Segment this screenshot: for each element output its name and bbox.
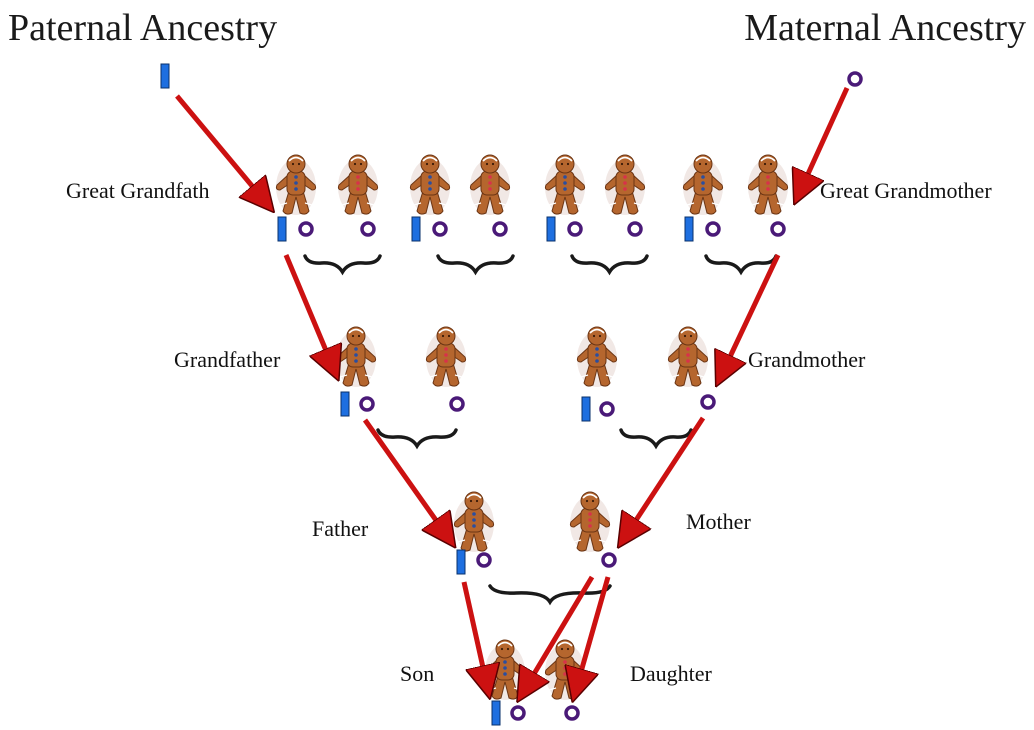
son-y-marker: [492, 701, 500, 725]
great-grandfather-mito-marker-1: [300, 223, 312, 235]
father-figure: [454, 492, 494, 552]
great-grandfather-y-marker-4: [685, 217, 693, 241]
great-grandfather-mito-marker-3: [569, 223, 581, 235]
daughter-mito-marker: [566, 707, 578, 719]
grandmother-figure: [668, 327, 708, 387]
grandmother-mito-marker: [702, 396, 714, 408]
paternal-grandmother-mito-marker: [451, 398, 463, 410]
great-grandfather-y-marker-1: [278, 217, 286, 241]
great-grandparents-pair-2-brace: [438, 256, 513, 272]
paternal-origin-y-marker: [161, 64, 169, 88]
great-grandparents-pair-1-brace: [305, 256, 380, 272]
great-grandfather-label: Great Grandfath: [66, 178, 210, 204]
great-grandfather-mito-marker-4: [707, 223, 719, 235]
grandfather-y-marker: [341, 392, 349, 416]
father-y-marker: [457, 550, 465, 574]
maternal-grandfather-figure: [577, 327, 617, 387]
maternal-ancestry-title: Maternal Ancestry: [744, 6, 1026, 50]
great-grandmother-figure-2: [470, 155, 510, 215]
paternal-arrow-to-son: [464, 582, 488, 690]
paternal-grandparents-brace: [378, 430, 456, 446]
parents-brace: [490, 586, 610, 602]
father-label: Father: [312, 516, 368, 542]
maternal-grandfather-mito-marker: [601, 403, 613, 415]
daughter-label: Daughter: [630, 661, 712, 687]
great-grandmother-figure-4: [748, 155, 788, 215]
maternal-grandparents-brace: [621, 430, 691, 446]
son-label: Son: [400, 661, 434, 687]
great-grandfather-y-marker-3: [547, 217, 555, 241]
great-grandmother-label: Great Grandmother: [820, 178, 992, 204]
great-grandfather-figure-1: [276, 155, 316, 215]
great-grandparents-pair-4-brace: [706, 256, 776, 272]
grandfather-mito-marker: [361, 398, 373, 410]
great-grandmother-mito-marker-3: [629, 223, 641, 235]
great-grandparents-pair-3-brace: [572, 256, 647, 272]
paternal-ancestry-title: Paternal Ancestry: [8, 6, 277, 50]
great-grandmother-mito-marker-2: [494, 223, 506, 235]
son-mito-marker: [512, 707, 524, 719]
mother-mito-marker: [603, 554, 615, 566]
mother-label: Mother: [686, 509, 751, 535]
great-grandmother-figure-1: [338, 155, 378, 215]
paternal-grandmother-figure: [426, 327, 466, 387]
great-grandmother-figure-3: [605, 155, 645, 215]
father-mito-marker: [478, 554, 490, 566]
great-grandmother-mito-marker-1: [362, 223, 374, 235]
grandmother-label: Grandmother: [748, 347, 865, 373]
maternal-origin-mito-marker: [849, 73, 861, 85]
grandfather-label: Grandfather: [174, 347, 280, 373]
maternal-grandfather-y-marker: [582, 397, 590, 421]
great-grandfather-y-marker-2: [412, 217, 420, 241]
paternal-arrow-to-grandfather: [286, 255, 335, 372]
great-grandfather-mito-marker-2: [434, 223, 446, 235]
grandfather-figure: [336, 327, 376, 387]
great-grandfather-figure-3: [545, 155, 585, 215]
great-grandmother-mito-marker-4: [772, 223, 784, 235]
mother-figure: [570, 492, 610, 552]
great-grandfather-figure-4: [683, 155, 723, 215]
great-grandfather-figure-2: [410, 155, 450, 215]
son-figure: [485, 640, 525, 700]
